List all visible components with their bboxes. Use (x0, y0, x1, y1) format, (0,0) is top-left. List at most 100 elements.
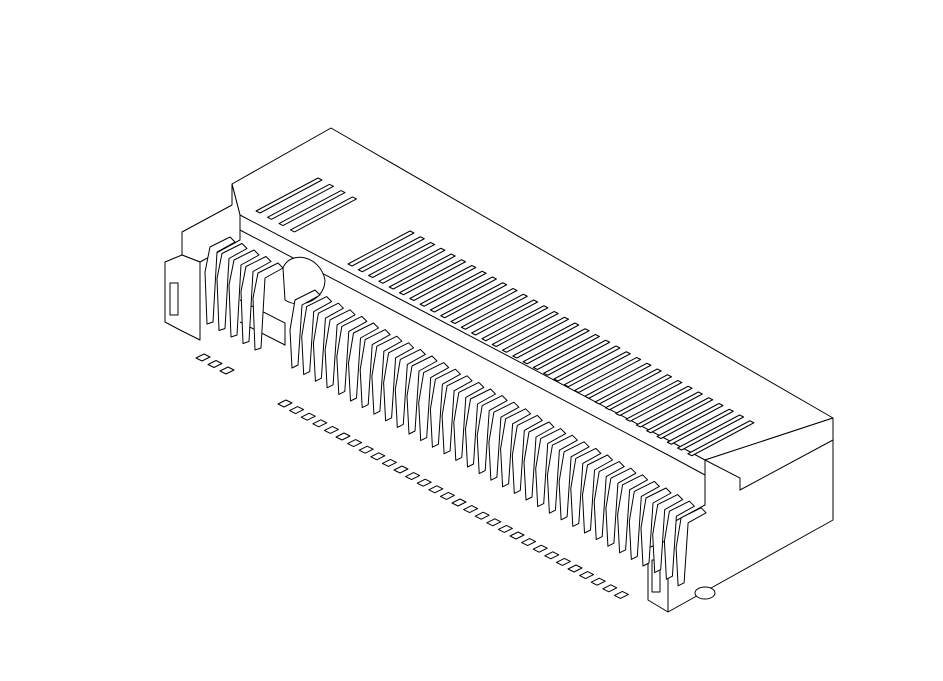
slot (647, 398, 713, 433)
contact (618, 475, 648, 553)
contact (360, 330, 390, 408)
contact (489, 402, 519, 480)
slot (492, 312, 558, 347)
pin (475, 512, 489, 519)
slot (678, 415, 744, 450)
contact (606, 468, 636, 546)
slot (523, 329, 589, 364)
slot (554, 346, 620, 381)
contact (442, 376, 472, 454)
pin (290, 407, 304, 414)
pin (498, 525, 512, 532)
slot (291, 197, 357, 232)
pin (336, 433, 350, 440)
pin (196, 354, 210, 361)
pin (348, 440, 362, 447)
contact (302, 297, 332, 375)
contact (501, 409, 531, 487)
pin (556, 558, 570, 565)
pin (464, 506, 478, 513)
contact (641, 488, 671, 566)
slot (400, 260, 466, 295)
pin (324, 426, 338, 433)
slot (503, 317, 569, 352)
slot (636, 392, 702, 427)
contact (407, 356, 437, 434)
contact (454, 382, 484, 460)
pin (614, 591, 628, 598)
contact (349, 323, 379, 401)
slot (348, 231, 414, 266)
pin (545, 552, 559, 559)
slot (379, 248, 445, 283)
slot (606, 375, 672, 410)
pin (533, 545, 547, 552)
right-end-edge (705, 440, 833, 490)
front-ledge (240, 230, 705, 475)
contact (547, 435, 577, 513)
contact (629, 481, 659, 559)
slot (451, 289, 517, 324)
slot (389, 254, 455, 289)
pin (301, 413, 315, 420)
contact (205, 237, 235, 324)
slot (564, 352, 630, 387)
pin (568, 565, 582, 572)
contact (229, 250, 259, 337)
contact (337, 316, 367, 394)
pin (208, 361, 222, 368)
left-latch-slot (170, 283, 178, 315)
slot (657, 404, 723, 439)
contact (536, 429, 566, 507)
contact (676, 508, 706, 586)
pin (510, 532, 524, 539)
slot (410, 266, 476, 301)
slot (585, 363, 651, 398)
slot-group-long (348, 231, 754, 456)
slot (544, 340, 610, 375)
pin (371, 453, 385, 460)
slot (420, 271, 486, 306)
pin (220, 367, 234, 374)
contact (571, 448, 601, 526)
contact (466, 389, 496, 467)
slot (575, 358, 641, 393)
contact (653, 495, 683, 573)
slot (461, 294, 527, 329)
pin (313, 420, 327, 427)
pin (603, 585, 617, 592)
contact (395, 349, 425, 427)
pin (394, 466, 408, 473)
slot (533, 335, 599, 370)
contact-group (205, 237, 706, 586)
slot (688, 421, 754, 456)
contact (512, 415, 542, 493)
contact (241, 257, 271, 344)
slot (256, 178, 322, 213)
slot (268, 184, 334, 219)
contact (384, 343, 414, 421)
pin (580, 572, 594, 579)
pin-group (196, 354, 628, 598)
contact (325, 310, 355, 388)
slot (595, 369, 661, 404)
top-face (232, 128, 833, 460)
connector-body (165, 128, 833, 612)
pin (382, 459, 396, 466)
contact (419, 363, 449, 441)
slot (369, 243, 435, 278)
slot (472, 300, 538, 335)
slot (513, 323, 579, 358)
pin (406, 473, 420, 480)
left-latch (165, 255, 200, 340)
contact (477, 396, 507, 474)
slot (279, 191, 345, 226)
contact (594, 462, 624, 540)
pin (440, 492, 454, 499)
slot-group-short (256, 178, 357, 232)
pin (278, 400, 292, 407)
contact (253, 263, 283, 350)
contact (313, 303, 343, 381)
contact (372, 336, 402, 414)
